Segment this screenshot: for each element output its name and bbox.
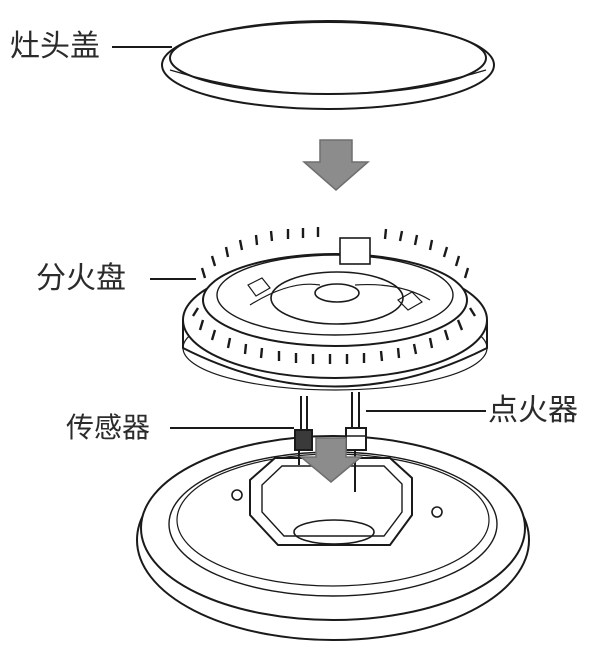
- down-arrow-icon: [304, 140, 368, 190]
- flame-distributor: [183, 227, 487, 390]
- label-igniter: 点火器: [488, 394, 578, 428]
- label-distributor: 分火盘: [36, 262, 126, 296]
- label-sensor: 传感器: [66, 411, 150, 445]
- label-cap: 灶头盖: [10, 30, 100, 64]
- burner-cap: [162, 21, 494, 109]
